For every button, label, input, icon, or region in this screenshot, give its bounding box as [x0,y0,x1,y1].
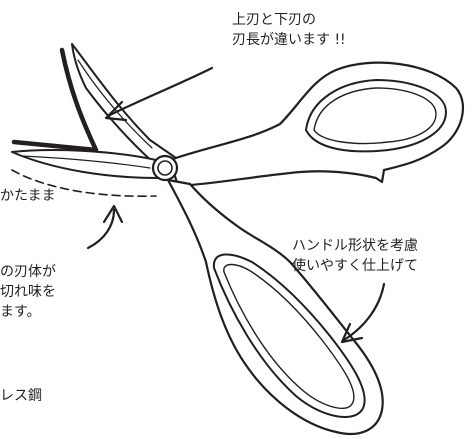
callout-arrow-handle [342,282,386,342]
left-clipped-note-line-4: ます。 [0,304,41,320]
handle-shape-note-line-2: 使いやすく仕上げて [292,258,418,274]
upper-handle [168,61,465,188]
blade-length-note-line-1: 上刃と下刃の [232,12,316,28]
handle-shape-note-line-1: ハンドル形状を考慮 [292,238,418,254]
blade-length-note-line-2: 刃長が違います !! [232,32,346,48]
blade-length-note: 上刃と下刃の 刃長が違います !! [232,10,346,50]
lower-blade-edge [21,155,151,169]
lower-blade [11,149,159,179]
left-clipped-note-line-2: の刃体が [0,264,56,280]
lower-handle [166,178,384,436]
upper-blade-edge [77,59,153,149]
material-note: レス鋼 [0,386,42,406]
upper-handle-grip [305,79,447,153]
upper-handle-ring [313,87,437,145]
material-note-line-1: レス鋼 [0,388,42,404]
left-clipped-note-body: の刃体が 切れ味を ます。 [0,262,56,322]
callout-arrowhead-left [102,204,124,224]
handle-shape-note: ハンドル形状を考慮 使いやすく仕上げて [292,236,418,276]
upper-blade-length-marker [11,47,99,153]
left-clipped-note-line-1: かたまま [0,188,56,204]
left-clipped-note: かたまま [0,186,56,206]
lower-handle-ring [223,263,355,409]
callout-arrow-left [86,208,116,250]
pivot-screw-inner [157,160,173,176]
callout-arrowhead-blade [104,100,128,122]
callout-arrowhead-handle [340,322,364,344]
lower-handle-grip [212,253,366,418]
callout-arrow-blade [106,66,214,118]
left-clipped-note-line-3: 切れ味を [0,284,56,300]
